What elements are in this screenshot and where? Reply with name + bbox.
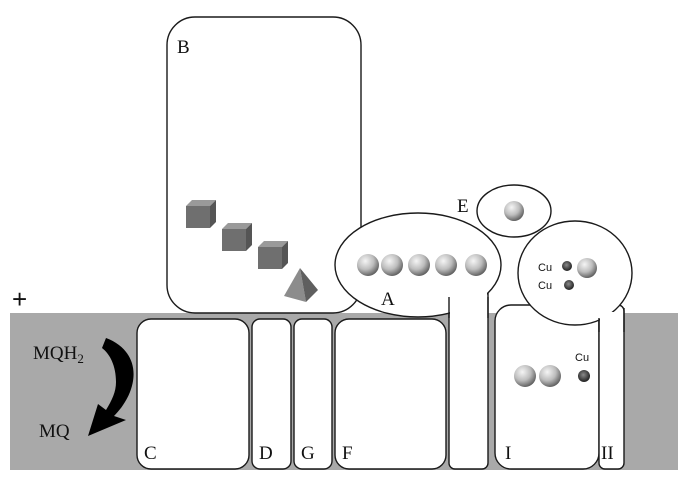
sphere-icon [577, 258, 597, 278]
sphere-icon [465, 254, 487, 276]
subunit-b-box [166, 16, 362, 314]
subunit-c-label: C [144, 443, 157, 464]
heme-cube-1 [186, 200, 216, 228]
cu-label-2: Cu [538, 280, 552, 292]
sphere-icon [514, 365, 536, 387]
subunit-a-spheres [357, 254, 487, 276]
subunit-c-box [136, 318, 250, 470]
heme-cube-3 [258, 241, 288, 269]
sphere-icon [435, 254, 457, 276]
mq-label: MQ [39, 421, 70, 442]
subunit-e-label: E [457, 196, 469, 217]
curved-arrow-icon [88, 338, 134, 436]
subunit-ii-stem-join [600, 312, 623, 332]
subunit-f-box [334, 318, 447, 470]
subunit-a-stem-join [450, 290, 487, 320]
iron-sulfur-tetrahedron [284, 268, 318, 302]
subunit-b-label: B [177, 37, 190, 58]
plus-sign: + [12, 284, 27, 314]
subunit-d-box [251, 318, 292, 470]
cu-label-3: Cu [575, 352, 589, 364]
copper-site-icon [564, 280, 574, 290]
subunit-a-label: A [381, 289, 395, 310]
copper-site-icon [562, 261, 572, 271]
sphere-icon [357, 254, 379, 276]
sphere-icon [381, 254, 403, 276]
subunit-d-label: D [259, 443, 273, 464]
sphere-icon [539, 365, 561, 387]
sphere-icon [504, 201, 524, 221]
subunit-ii-label: II [601, 443, 614, 464]
heme-cube-2 [222, 223, 252, 251]
subunit-g-label: G [301, 443, 315, 464]
cu-label-1: Cu [538, 262, 552, 274]
subunit-ii-ellipse [517, 220, 633, 326]
mqh2-label: MQH2 [33, 343, 84, 366]
subunit-i-label: I [505, 443, 511, 464]
copper-site-icon [578, 370, 590, 382]
sphere-icon [408, 254, 430, 276]
subunit-g-box [293, 318, 333, 470]
subunit-f-label: F [342, 443, 353, 464]
